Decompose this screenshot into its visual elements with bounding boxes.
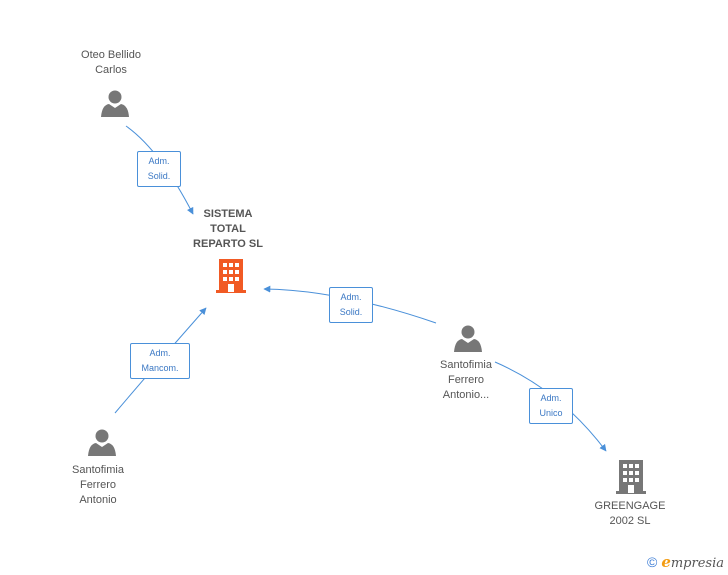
node-label-santofimia-right[interactable]: Santofimia Ferrero Antonio... bbox=[440, 359, 492, 401]
node-label-greengage[interactable]: GREENGAGE 2002 SL bbox=[594, 500, 666, 527]
brand-footer: © empresia bbox=[647, 553, 724, 571]
node-label-sistema[interactable]: SISTEMA TOTAL REPARTO SL bbox=[193, 208, 263, 250]
edge-label-oteo-sistema: Adm. Solid. bbox=[137, 151, 181, 187]
person-icon[interactable] bbox=[454, 325, 482, 353]
node-label-oteo[interactable]: Oteo Bellido Carlos bbox=[81, 49, 141, 76]
node-label-santofimia-left[interactable]: Santofimia Ferrero Antonio bbox=[72, 464, 124, 506]
building-icon[interactable] bbox=[616, 460, 646, 494]
person-icon[interactable] bbox=[101, 90, 129, 118]
copyright-icon: © bbox=[646, 554, 658, 570]
brand-logo: empresia bbox=[661, 553, 724, 571]
edge-label-santofimia-right-greengage: Adm. Unico bbox=[529, 388, 573, 424]
edge-label-santofimia-left-sistema: Adm. Mancom. bbox=[130, 343, 190, 379]
building-icon[interactable] bbox=[216, 259, 246, 293]
edge-label-santofimia-right-sistema: Adm. Solid. bbox=[329, 287, 373, 323]
person-icon[interactable] bbox=[88, 429, 116, 457]
